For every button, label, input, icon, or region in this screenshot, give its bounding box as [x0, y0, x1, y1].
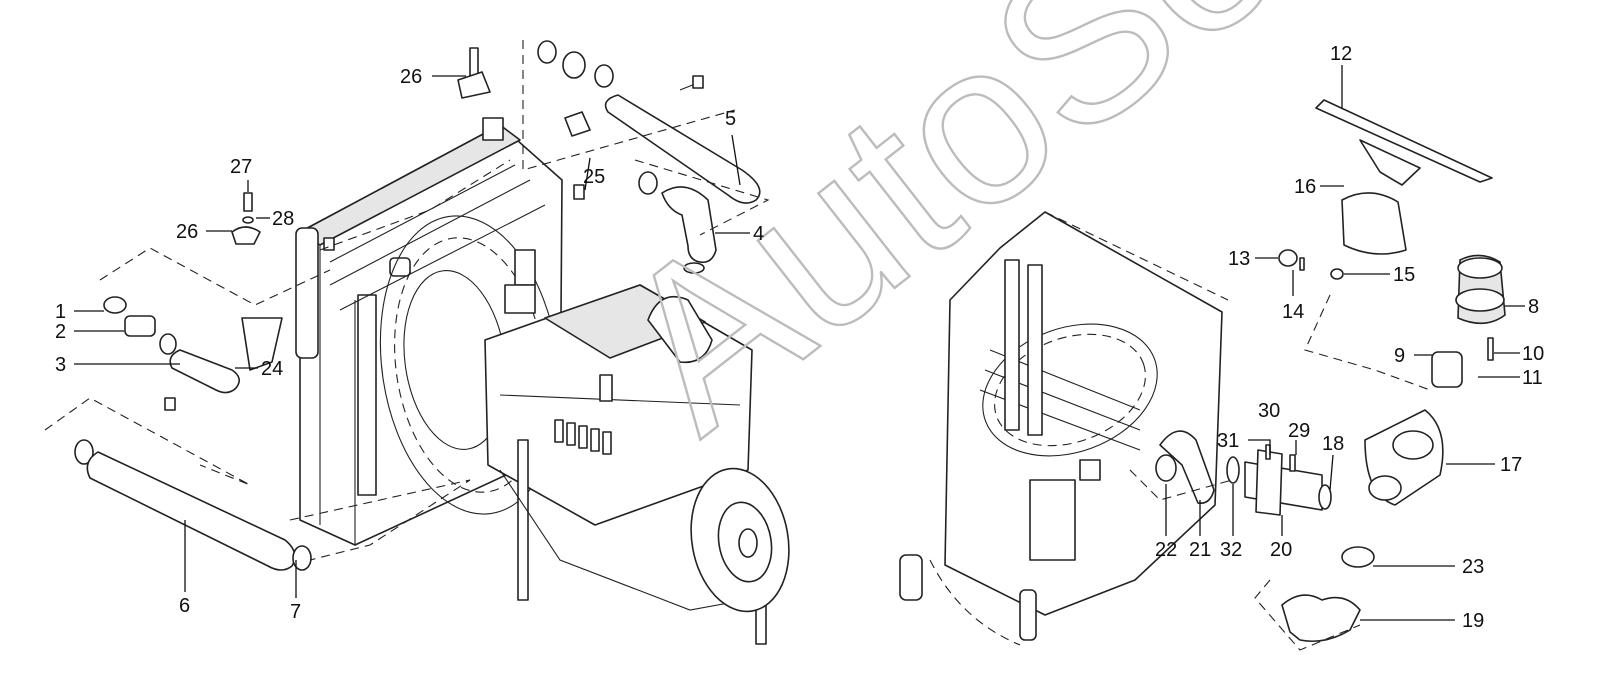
callout-9: 9	[1394, 345, 1405, 367]
callout-22: 22	[1155, 539, 1177, 561]
right-guides	[1044, 211, 1431, 651]
callout-21: 21	[1189, 539, 1211, 561]
callout-1: 1	[55, 301, 66, 323]
callout-2: 2	[55, 321, 66, 343]
callout-16: 16	[1294, 176, 1316, 198]
callout-12: 12	[1330, 43, 1352, 65]
flywheel-housing	[690, 467, 790, 613]
callout-4: 4	[753, 223, 764, 245]
callout-11: 11	[1522, 367, 1543, 389]
callout-28: 28	[272, 208, 294, 230]
callout-14: 14	[1282, 301, 1304, 323]
callout-15: 15	[1393, 264, 1415, 286]
callout-6: 6	[179, 595, 190, 617]
callout-20: 20	[1270, 539, 1292, 561]
upper-rings	[457, 40, 614, 200]
bottom-hose	[74, 439, 312, 571]
callout-17: 17	[1500, 454, 1522, 476]
rear-radiator-assembly	[899, 211, 1223, 646]
bent-hose	[638, 171, 717, 274]
callout-labels: 1 2 3 4 5 6 7 8 9 10 11 12 13 14 15 16 1…	[55, 43, 1544, 632]
callout-8: 8	[1528, 296, 1539, 318]
callout-27: 27	[230, 156, 252, 178]
leader-lines	[74, 65, 1525, 621]
callout-13: 13	[1228, 248, 1250, 270]
callout-32: 32	[1220, 539, 1242, 561]
left-hose-parts	[103, 192, 283, 411]
upper-hose	[604, 75, 761, 204]
callout-23: 23	[1462, 556, 1484, 578]
callout-7: 7	[290, 601, 301, 623]
callout-18: 18	[1322, 433, 1344, 455]
left-guides	[44, 40, 770, 561]
air-cleaner	[1278, 99, 1506, 643]
intake-pipes	[1155, 430, 1332, 516]
callout-25: 25	[583, 166, 605, 188]
callout-24: 24	[261, 358, 283, 380]
callout-26-left: 26	[176, 221, 198, 243]
callout-19: 19	[1462, 610, 1484, 632]
callout-10: 10	[1522, 343, 1544, 365]
engine-block	[484, 249, 767, 645]
radiator-assembly	[295, 117, 563, 546]
callout-3: 3	[55, 354, 66, 376]
callout-31: 31	[1217, 430, 1239, 452]
callout-26-top: 26	[400, 66, 422, 88]
callout-30: 30	[1258, 400, 1280, 422]
callout-5: 5	[725, 108, 736, 130]
callout-29: 29	[1288, 420, 1310, 442]
